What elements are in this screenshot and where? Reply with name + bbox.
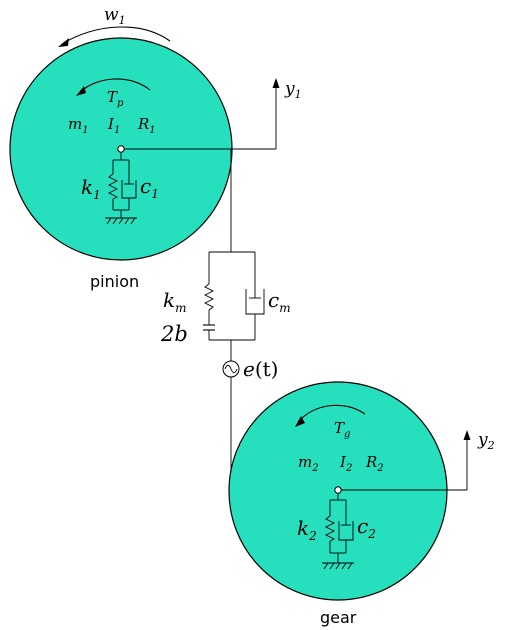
- pinion-damping-label: c1: [140, 174, 159, 201]
- pinion-y-axis-arrowhead: [272, 78, 280, 88]
- gear-support-spring-damper: [322, 493, 354, 570]
- gear-torque-arrowhead: [295, 416, 305, 427]
- pinion-inertia-label: I1: [107, 115, 120, 136]
- pinion-speed-arrowhead: [58, 38, 69, 47]
- pinion-center: [117, 145, 125, 153]
- gear: Tg m2 I2 R2 y2: [228, 381, 495, 627]
- gear-center: [334, 486, 342, 494]
- mesh-spring: [203, 283, 215, 311]
- error-label: e(t): [243, 357, 279, 381]
- pinion-support-spring-damper: [105, 152, 137, 225]
- pinion-caption: pinion: [90, 272, 139, 291]
- gear-torque-label: Tg: [334, 419, 350, 440]
- pinion-torque-arrow: [79, 78, 151, 93]
- pinion-torque-label: Tp: [107, 88, 124, 109]
- backlash-label: 2b: [160, 322, 188, 346]
- mesh-coupling: km cm 2b e(t): [160, 149, 291, 488]
- mesh-damping-label: cm: [268, 288, 291, 315]
- pinion-mass-label: m1: [68, 115, 89, 136]
- pinion-radius-label: R1: [137, 115, 156, 136]
- gear-damping-label: c2: [357, 514, 376, 541]
- gear-mass-label: m2: [298, 453, 319, 474]
- pinion-speed-arrow: [61, 26, 171, 45]
- pinion-torque-arrowhead: [76, 86, 86, 96]
- gear-displacement-label: y2: [477, 430, 495, 452]
- gear-stiffness-label: k2: [297, 516, 317, 543]
- pinion-displacement-label: y1: [284, 79, 302, 101]
- gear-radius-label: R2: [365, 453, 384, 474]
- pinion-stiffness-label: k1: [81, 175, 101, 202]
- gear-torque-arrow: [297, 404, 366, 423]
- pinion-speed-label: w1: [104, 5, 126, 27]
- pinion: w1 Tp m1 I1 R1 y1: [9, 5, 302, 291]
- gear-inertia-label: I2: [339, 453, 352, 474]
- gear-caption: gear: [320, 608, 357, 627]
- mesh-stiffness-label: km: [163, 288, 187, 315]
- gear-y-axis-arrowhead: [463, 430, 471, 440]
